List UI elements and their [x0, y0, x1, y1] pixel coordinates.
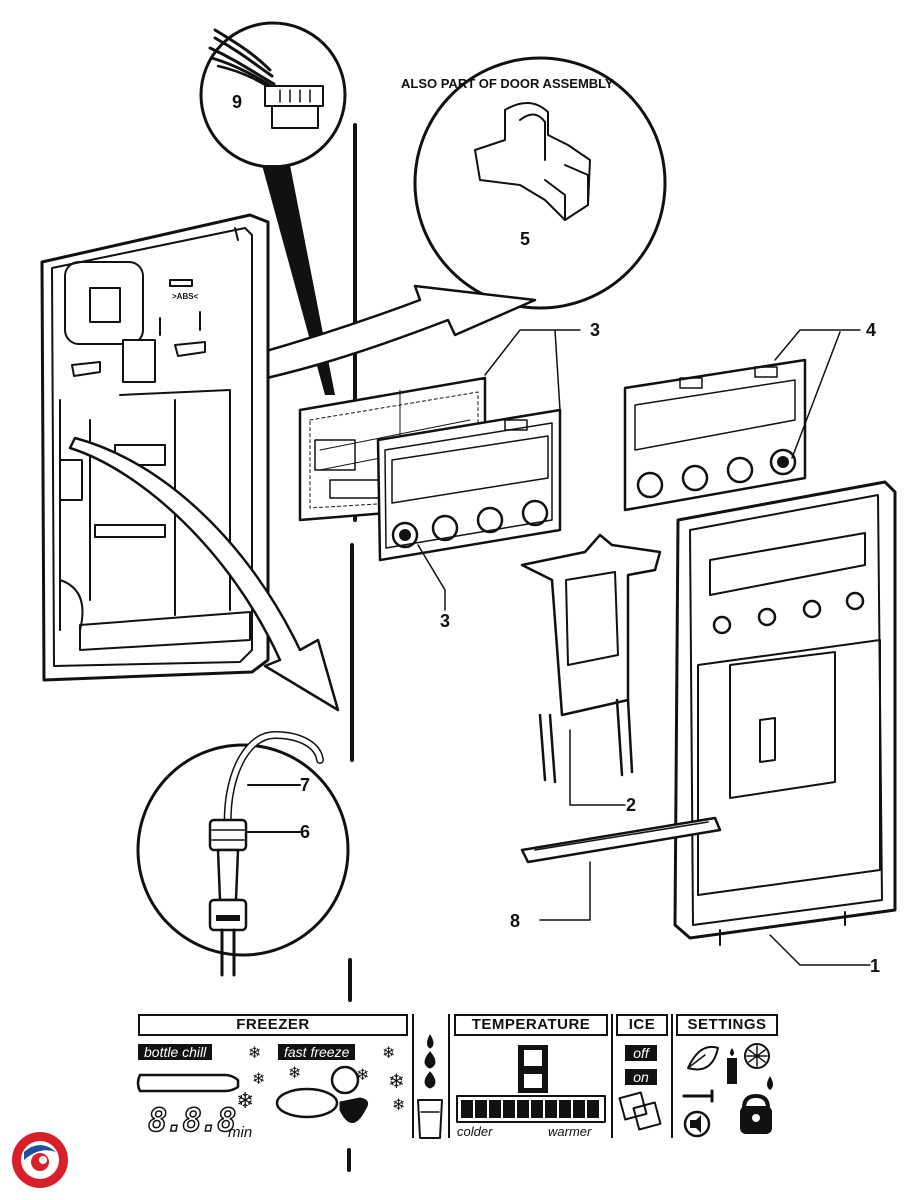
snowflake-icon: ❄	[382, 1045, 396, 1062]
temperature-bar-segment	[503, 1100, 515, 1118]
housing-material-text: >ABS<	[172, 292, 199, 301]
door-housing-drawing	[40, 213, 270, 682]
settings-header: SETTINGS	[676, 1014, 778, 1036]
control-panel-art	[136, 1034, 773, 1139]
temperature-bar-segment	[489, 1100, 501, 1118]
part-label-9: 9	[232, 92, 243, 112]
temperature-bar-segment	[573, 1100, 585, 1118]
fast-freeze-label: fast freeze	[278, 1044, 356, 1060]
temperature-header: TEMPERATURE	[454, 1014, 608, 1036]
snowflake-icon: ❄	[388, 1071, 405, 1093]
snowflake-icon: ❄	[248, 1045, 262, 1062]
ice-off-label: off	[625, 1045, 657, 1061]
drip-tray-drawing	[520, 816, 722, 864]
brand-swirl-logo-icon	[12, 1132, 68, 1188]
timer-display: 8.8.8	[147, 1101, 237, 1139]
temperature-bar-segment	[475, 1100, 487, 1118]
panel-divider	[671, 1014, 673, 1138]
snowflake-icon: ❄	[252, 1071, 266, 1088]
temperature-bar-segment	[587, 1100, 599, 1118]
temperature-bar	[456, 1095, 606, 1123]
part-label-1: 1	[870, 956, 881, 976]
dispenser-front-housing	[673, 480, 897, 946]
snowflake-icon: ❄	[392, 1097, 406, 1114]
panel-divider	[611, 1014, 613, 1138]
temperature-bar-segment	[545, 1100, 557, 1118]
part-label-7: 7	[300, 775, 311, 795]
snowflake-icon: ❄	[356, 1067, 370, 1084]
ice-header: ICE	[616, 1014, 668, 1036]
ice-on-label: on	[625, 1069, 657, 1085]
clip-callout	[413, 56, 667, 310]
warmer-label: warmer	[548, 1124, 592, 1139]
door-assembly-caption: ALSO PART OF DOOR ASSEMBLY	[401, 76, 614, 91]
part-label-2: 2	[626, 795, 637, 815]
bottle-chill-label: bottle chill	[138, 1044, 213, 1060]
snowflake-icon: ❄	[236, 1088, 255, 1113]
temperature-bar-segment	[517, 1100, 529, 1118]
part-label-3-top: 3	[590, 320, 601, 340]
panel-divider	[448, 1014, 450, 1138]
part-label-8: 8	[510, 911, 521, 931]
temperature-bar-segment	[531, 1100, 543, 1118]
colder-label: colder	[457, 1124, 493, 1139]
part-label-3-bottom: 3	[440, 611, 451, 631]
snowflake-icon: ❄	[288, 1065, 302, 1082]
tube-pointer-arrow	[68, 436, 340, 712]
temperature-bar-frame	[456, 1095, 606, 1123]
dispenser-bezel-front	[376, 408, 562, 562]
part-label-5: 5	[520, 229, 531, 249]
panel-divider	[412, 1014, 414, 1138]
freezer-header: FREEZER	[138, 1014, 408, 1036]
dispenser-paddle	[520, 533, 662, 784]
timer-unit: min	[228, 1124, 253, 1141]
tube-connector-callout	[136, 731, 350, 977]
dispenser-bezel-4	[623, 358, 807, 512]
temperature-bar-segment	[461, 1100, 473, 1118]
leader-lines	[417, 329, 871, 966]
part-label-4: 4	[866, 320, 877, 340]
part-label-6: 6	[300, 822, 311, 842]
temperature-bar-segment	[559, 1100, 571, 1118]
